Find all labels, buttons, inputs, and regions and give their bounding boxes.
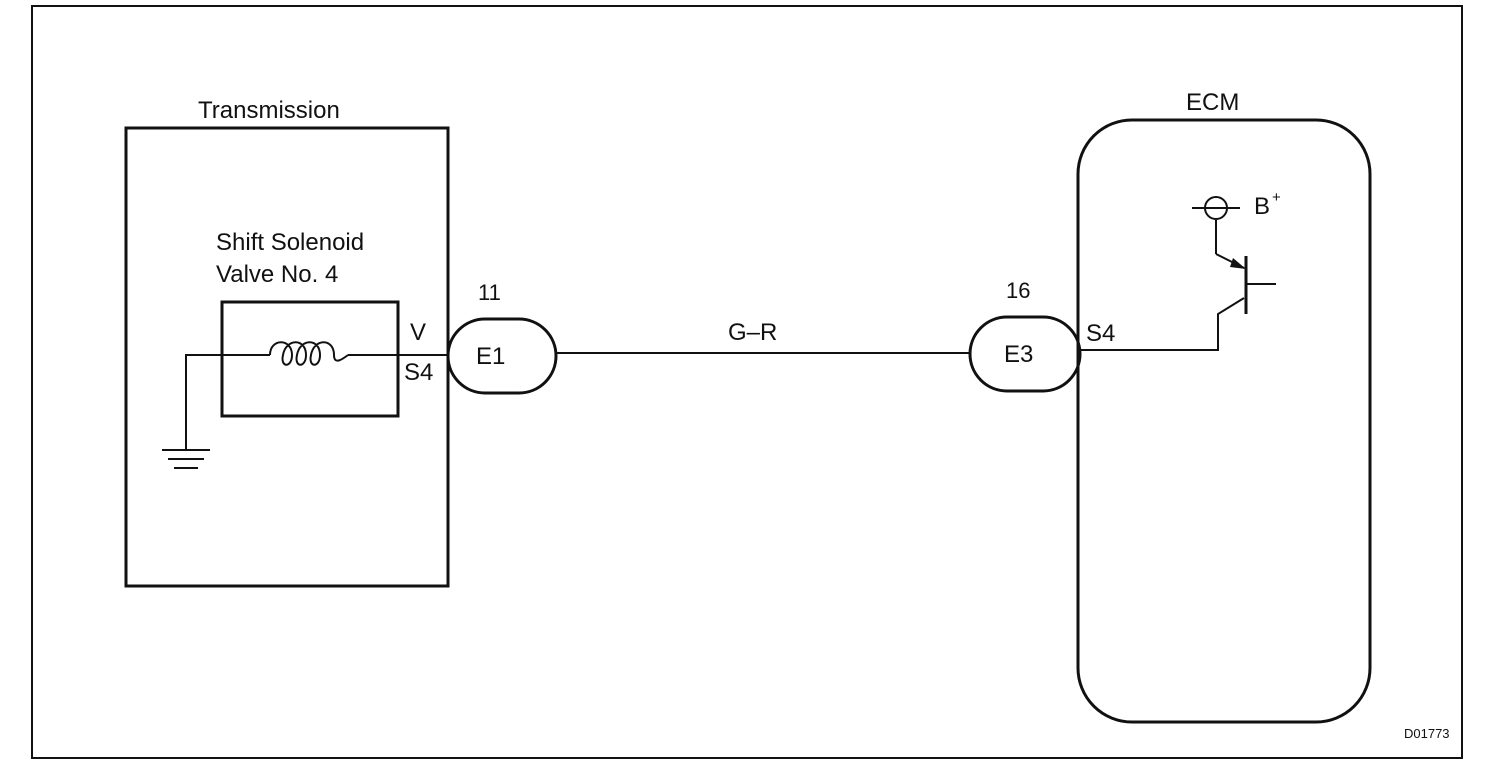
solenoid-valve-box <box>220 300 400 418</box>
connector-e3-pin-number: 16 <box>1006 278 1030 303</box>
connector-e3-body <box>968 315 1082 393</box>
solenoid-label-line1: Shift Solenoid <box>216 229 364 256</box>
connector-e1: 11 E1 <box>446 280 558 395</box>
supply-superscript: + <box>1272 189 1281 206</box>
transmission-box <box>124 126 450 588</box>
transmission-pin-v: V <box>410 319 426 346</box>
transmission-pin-s4: S4 <box>404 359 433 386</box>
figure-code: D01773 <box>1404 726 1450 741</box>
ground-lead <box>185 354 222 450</box>
diagram-frame <box>31 5 1463 759</box>
ecm-pin-s4: S4 <box>1086 320 1115 347</box>
solenoid-label-line2: Valve No. 4 <box>216 261 338 288</box>
ecm-internal-wire <box>1080 297 1245 351</box>
ecm-box <box>1076 118 1372 724</box>
ecm-title: ECM <box>1186 89 1239 116</box>
power-supply-icon <box>1192 196 1240 254</box>
transmission-block: Transmission Shift Solenoid Valve No. 4 … <box>124 97 450 588</box>
wire-color-code: G–R <box>728 319 777 346</box>
connector-e1-pin-number: 11 <box>478 280 501 305</box>
connector-e1-label: E1 <box>476 343 505 370</box>
connector-e3-label: E3 <box>1004 341 1033 368</box>
supply-label: B <box>1254 193 1270 220</box>
connector-e1-body <box>446 317 558 395</box>
transistor-icon <box>1215 253 1276 314</box>
connector-e3: 16 E3 <box>968 278 1082 393</box>
transmission-title: Transmission <box>198 97 340 124</box>
coil-icon <box>222 341 448 366</box>
ground-icon <box>162 449 210 469</box>
ecm-block: ECM S4 B + <box>1076 89 1372 724</box>
